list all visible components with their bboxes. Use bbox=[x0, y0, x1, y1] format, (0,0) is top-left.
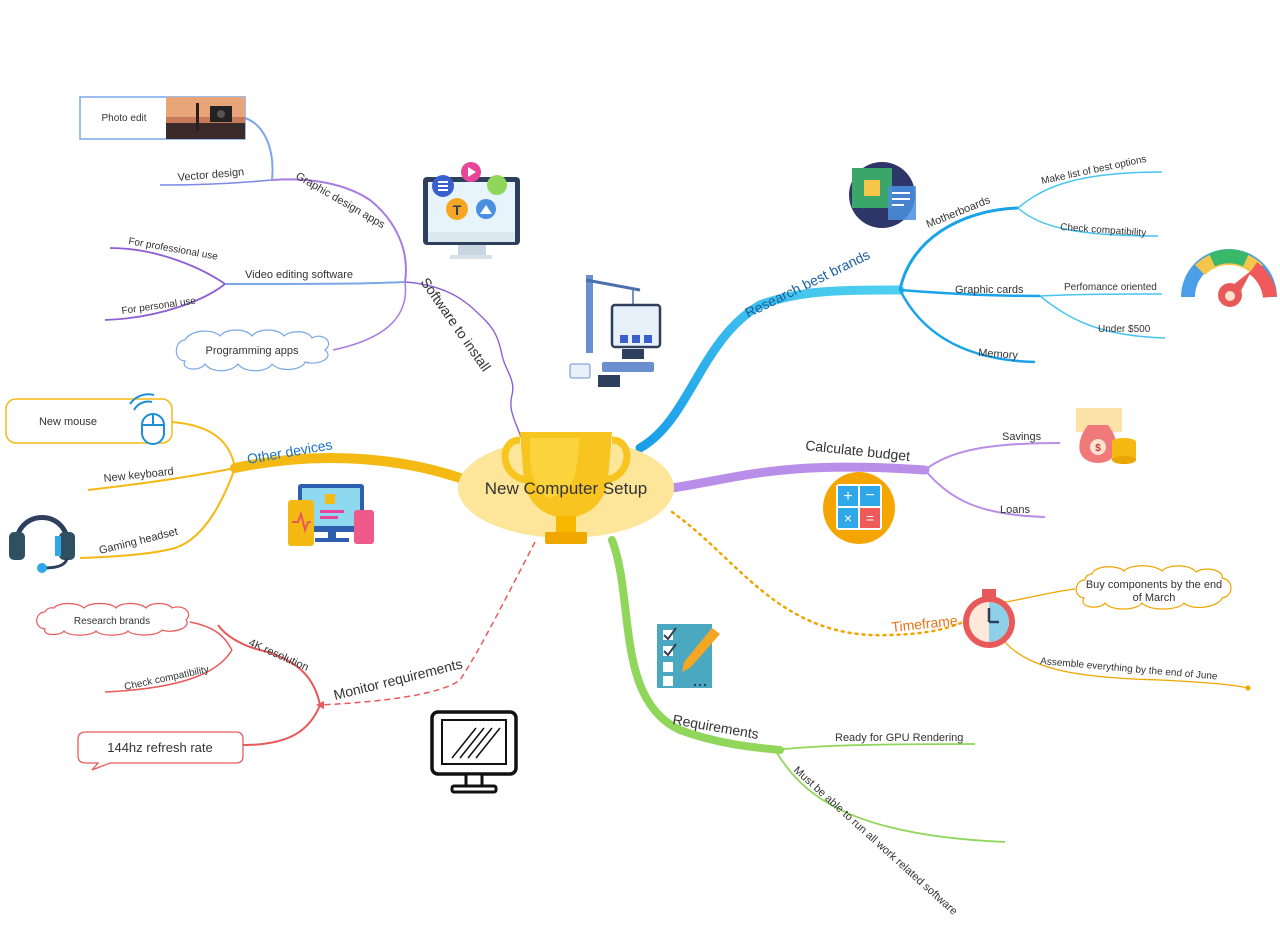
budget-branch-label[interactable]: Calculate budget bbox=[805, 437, 911, 464]
req-software-label[interactable]: Must be able to run all work related sof… bbox=[791, 764, 959, 917]
new-keyboard-label[interactable]: New keyboard bbox=[103, 466, 174, 485]
photo-edit-label: Photo edit bbox=[101, 113, 146, 124]
trophy-icon bbox=[501, 432, 631, 544]
savings-label[interactable]: Savings bbox=[1002, 431, 1042, 443]
performance-label[interactable]: Perfomance oriented bbox=[1064, 282, 1157, 293]
headset-icon bbox=[9, 515, 75, 573]
branch-requirements-line bbox=[608, 536, 784, 754]
loans-label[interactable]: Loans bbox=[1000, 504, 1030, 516]
gaming-headset-label[interactable]: Gaming headset bbox=[98, 526, 179, 557]
best-options-label[interactable]: Make list of best options bbox=[1040, 154, 1147, 187]
mon-compatibility-line bbox=[104, 649, 233, 693]
photo-edit-line bbox=[244, 117, 274, 181]
personal-use-line bbox=[104, 283, 226, 321]
svg-text:×: × bbox=[844, 510, 852, 526]
branch-monitor-line bbox=[319, 541, 536, 706]
resolution-label[interactable]: 4K resolution bbox=[247, 637, 311, 674]
best-options-line bbox=[1017, 171, 1163, 209]
req-software-line bbox=[774, 749, 1006, 843]
branch-devices-line bbox=[230, 452, 465, 483]
programming-apps-node[interactable]: Programming apps bbox=[175, 329, 330, 372]
buy-line-1: Buy components by the end bbox=[1086, 579, 1222, 591]
branch-timeframe-line bbox=[670, 510, 970, 637]
graphic-cards-label[interactable]: Graphic cards bbox=[955, 284, 1024, 296]
crane-computer-icon bbox=[569, 275, 662, 387]
stopwatch-icon bbox=[963, 589, 1015, 648]
calculator-icon: + − × = bbox=[823, 472, 895, 544]
personal-use-label[interactable]: For personal use bbox=[121, 296, 197, 317]
graphic-cards-line bbox=[899, 288, 1041, 298]
video-editing-label[interactable]: Video editing software bbox=[245, 269, 353, 281]
research-brands-label: Research brands bbox=[74, 616, 150, 627]
performance-line bbox=[1039, 293, 1163, 297]
memory-line bbox=[898, 289, 1036, 364]
svg-text:=: = bbox=[866, 510, 874, 526]
money-bag-icon: $ bbox=[1076, 408, 1136, 464]
monitor-apps-icon: T bbox=[423, 162, 520, 259]
mb-compatibility-label[interactable]: Check compatibility bbox=[1060, 222, 1147, 239]
vector-design-label[interactable]: Vector design bbox=[177, 166, 244, 184]
graphic-design-label[interactable]: Graphic design apps bbox=[294, 170, 388, 231]
motherboard-icon bbox=[849, 162, 916, 228]
monitor-branch-label[interactable]: Monitor requirements bbox=[332, 655, 464, 703]
monitor-sketch-icon bbox=[430, 710, 518, 794]
buy-line bbox=[1004, 588, 1076, 603]
monitor-arrow bbox=[316, 701, 324, 709]
photo-thumbnail-icon bbox=[166, 97, 245, 139]
gpu-line bbox=[774, 743, 976, 751]
new-mouse-label: New mouse bbox=[39, 416, 97, 428]
programming-apps-label: Programming apps bbox=[206, 345, 299, 357]
research-brands-line bbox=[189, 621, 233, 651]
programming-line bbox=[332, 281, 407, 351]
mouse-icon bbox=[129, 393, 165, 445]
research-branch-label[interactable]: Research best brands bbox=[742, 246, 872, 320]
motherboards-line bbox=[898, 206, 1019, 291]
memory-label[interactable]: Memory bbox=[978, 347, 1019, 362]
branch-software-line bbox=[404, 281, 523, 441]
svg-text:$: $ bbox=[1095, 443, 1101, 454]
refresh-rate-label: 144hz refresh rate bbox=[107, 740, 213, 755]
software-branch-label[interactable]: Software to install bbox=[418, 275, 494, 375]
buy-line-2: of March bbox=[1133, 592, 1176, 604]
mb-compatibility-line bbox=[1017, 207, 1159, 237]
checklist-icon bbox=[657, 624, 720, 688]
professional-use-line bbox=[109, 247, 226, 285]
savings-line bbox=[924, 442, 1061, 471]
center-node[interactable]: New Computer Setup bbox=[458, 432, 674, 544]
gpu-label[interactable]: Ready for GPU Rendering bbox=[835, 732, 963, 744]
mouse-line bbox=[171, 421, 236, 469]
assemble-end-dot bbox=[1245, 685, 1251, 691]
assemble-line bbox=[1004, 641, 1249, 689]
buy-components-node[interactable]: Buy components by the end of March bbox=[1075, 565, 1232, 610]
research-brands-node[interactable]: Research brands bbox=[36, 602, 190, 636]
svg-text:T: T bbox=[453, 202, 462, 218]
keyboard-line bbox=[87, 467, 236, 491]
svg-text:+: + bbox=[843, 488, 852, 505]
refresh-line bbox=[242, 704, 321, 746]
refresh-rate-node[interactable]: 144hz refresh rate bbox=[77, 731, 244, 771]
branch-research-line bbox=[635, 285, 905, 453]
under-line bbox=[1039, 295, 1166, 339]
speedometer-icon bbox=[1181, 249, 1277, 307]
under-label[interactable]: Under $500 bbox=[1098, 324, 1151, 335]
video-editing-line bbox=[224, 281, 406, 285]
svg-text:−: − bbox=[865, 487, 874, 504]
branch-budget-line bbox=[667, 462, 930, 493]
software-trunk bbox=[271, 178, 407, 283]
timeframe-branch-label[interactable]: Timeframe bbox=[891, 612, 959, 635]
devices-icon bbox=[288, 484, 374, 546]
vector-design-line bbox=[159, 179, 273, 186]
resolution-line bbox=[217, 624, 321, 706]
photo-edit-node[interactable]: Photo edit bbox=[79, 96, 246, 140]
center-label: New Computer Setup bbox=[485, 479, 648, 498]
headset-line bbox=[79, 467, 236, 559]
mon-compatibility-label[interactable]: Check compatibility bbox=[123, 664, 210, 693]
loans-line bbox=[924, 469, 1046, 518]
new-mouse-node[interactable]: New mouse bbox=[5, 398, 173, 444]
